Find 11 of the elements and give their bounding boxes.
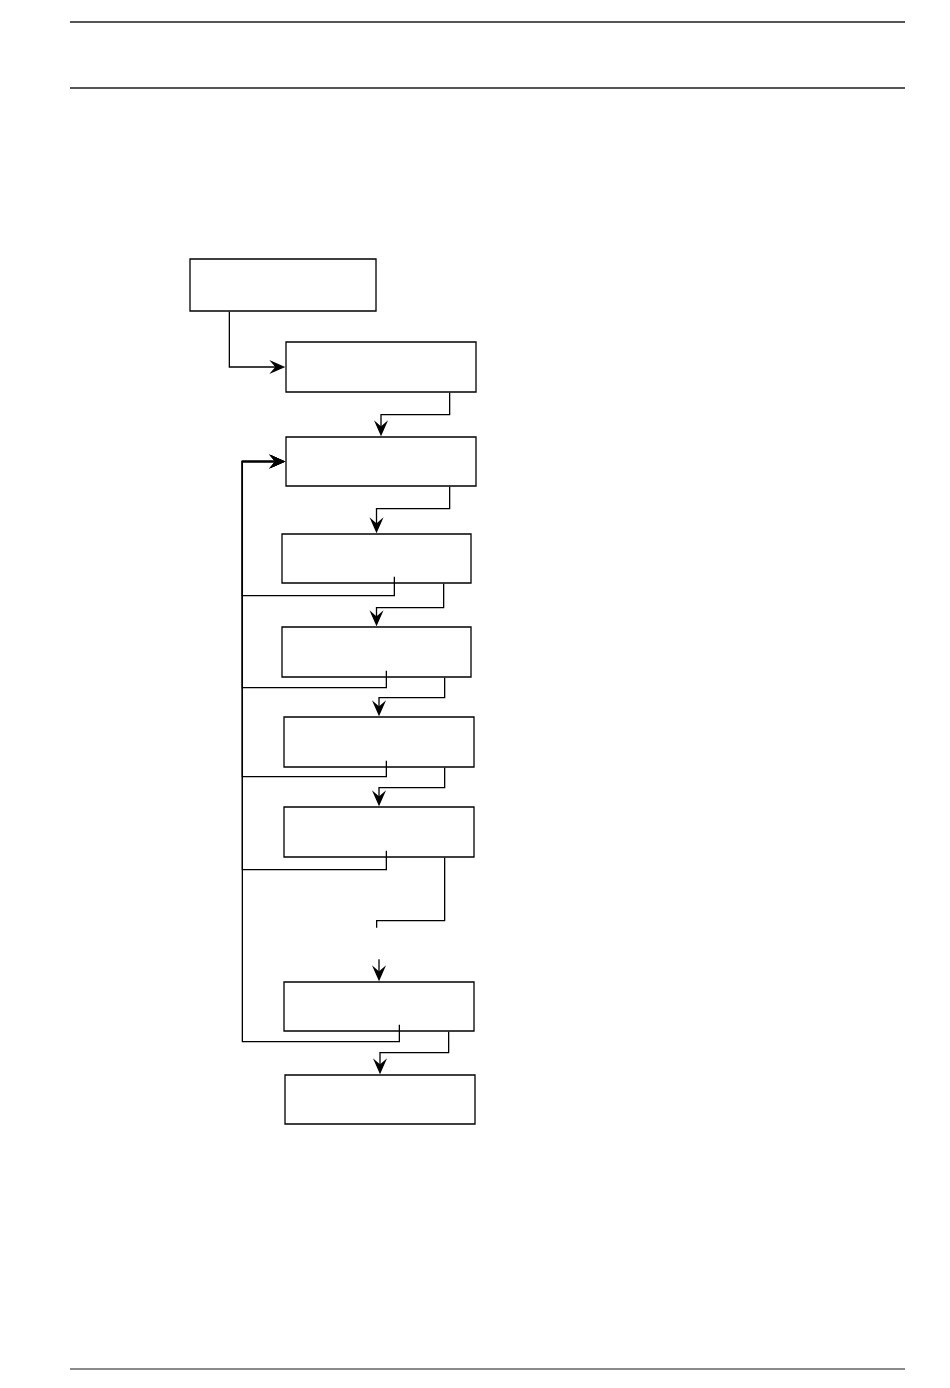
process-box: [283, 716, 475, 768]
process-box: [285, 436, 477, 487]
process-box: [285, 341, 477, 393]
process-box: [284, 1074, 476, 1125]
process-box: [283, 806, 475, 858]
process-box: [281, 533, 472, 584]
process-box: [283, 981, 475, 1032]
connector-line: [376, 857, 446, 929]
process-box: [281, 626, 472, 678]
arrow: [241, 454, 400, 1043]
process-box: [189, 258, 377, 312]
